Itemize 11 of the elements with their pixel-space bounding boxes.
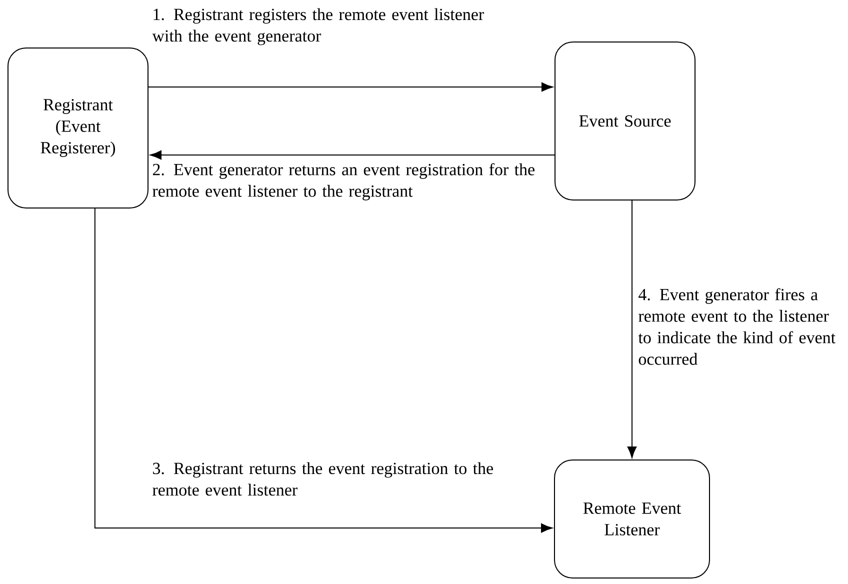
arrow [148, 82, 553, 92]
arrow [94, 208, 552, 533]
arrow [150, 150, 555, 160]
process-box: Event Source [554, 42, 696, 200]
process-box: Registrant (Event Registerer) [8, 48, 148, 208]
edge-label: 2. Event generator returns an event registration for the remote event listener to the registrant [152, 163, 534, 200]
edge-label: 4. Event generator fires a remote event to the listener to indicate the kind of event occurred [638, 288, 836, 365]
edge-label: 1. Registrant registers the remote event listener with the event generator [152, 8, 484, 46]
arrow [627, 200, 637, 458]
edge-label: 3. Registrant returns the event registration to the remote event listener [152, 462, 493, 496]
process-box: Remote Event Listener [554, 460, 710, 578]
